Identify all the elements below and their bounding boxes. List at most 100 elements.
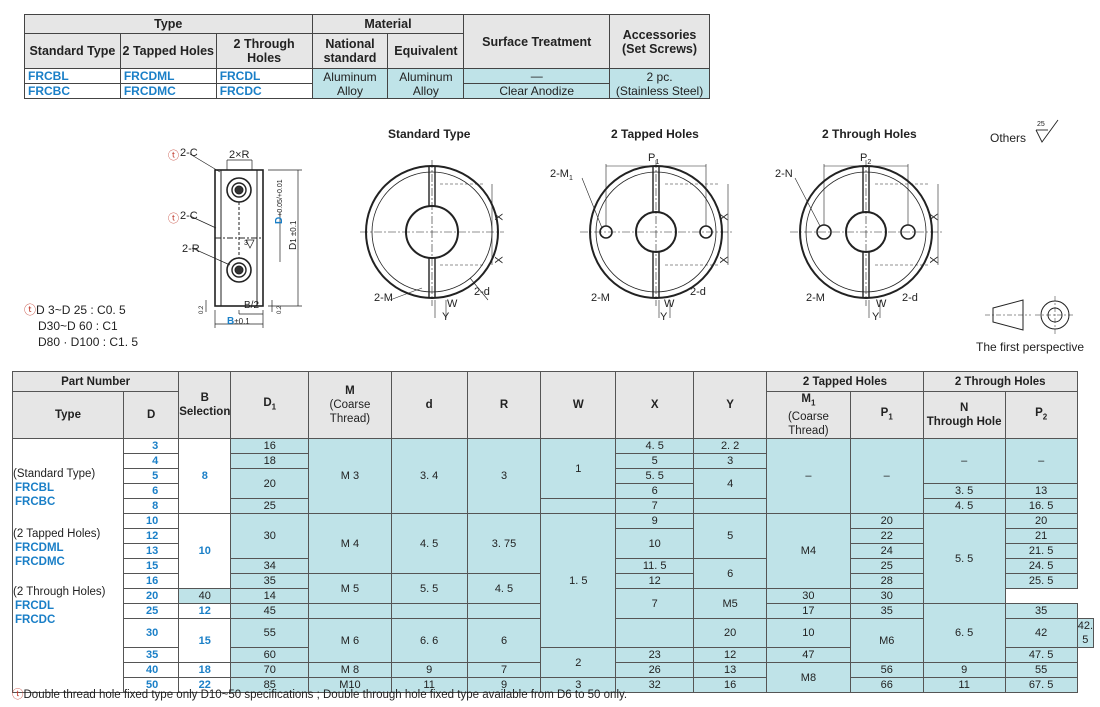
through-holes-view	[790, 160, 942, 318]
header-d1: D1	[230, 370, 310, 440]
d1-value: 85	[230, 677, 310, 694]
dd-value: 3. 4	[390, 438, 468, 515]
y-value: 6	[693, 558, 768, 590]
footnote-mark-icon: ⓣ	[12, 689, 24, 701]
header-p2: P2	[1004, 390, 1078, 440]
p2-value: 67. 5	[1004, 677, 1078, 694]
table-row: 8 25 7 4. 5 16. 5	[13, 498, 1094, 515]
national-standard-value: Aluminum Alloy	[311, 68, 389, 99]
d1-value: 70	[230, 662, 310, 679]
code-through-1: FRCDL	[215, 68, 313, 84]
label-2n: 2-N	[775, 168, 793, 180]
label-y-thr: Y	[872, 311, 880, 323]
label-d-bore: D+0.05/+0.01	[274, 179, 285, 224]
d-value: 35	[122, 647, 180, 664]
p2-value: 42. 5	[1076, 618, 1095, 649]
label-2c-top: 2-C	[180, 147, 198, 159]
label-x-std: X	[493, 213, 506, 221]
r-value: 4. 5	[466, 573, 542, 605]
d-value: 5	[122, 468, 180, 485]
d1-value: 34	[230, 558, 310, 575]
p2-value: 13	[1004, 483, 1078, 500]
header-p1: P1	[849, 390, 924, 440]
y-value: 10	[766, 618, 851, 649]
w-value: 3	[540, 677, 617, 694]
col-2-through-holes: 2 Through Holes	[215, 33, 313, 69]
title-2-through-holes: 2 Through Holes	[822, 127, 917, 141]
p2-value: 25. 5	[1004, 573, 1078, 590]
header-2-tapped-holes: 2 Tapped Holes	[766, 371, 924, 392]
code-standard-1: FRCBL	[24, 68, 121, 84]
chamfer-note-3: D80 · D100 : C1. 5	[38, 335, 139, 349]
table-row: 30 15 55 M 6 6. 6 6 20 10 M6 42 42. 5	[13, 618, 1095, 664]
label-y-tap: Y	[660, 311, 668, 323]
d-value: 25	[122, 603, 180, 620]
p2-value: 16. 5	[1004, 498, 1078, 515]
d1-value: 30	[230, 513, 310, 560]
footnote: ⓣDouble thread hole fixed type only D10~…	[12, 689, 628, 701]
m1-value: M4	[766, 513, 851, 590]
table-row: 15 34 11. 5 6 25 24. 5	[13, 558, 1094, 590]
type-group-through: (2 Through Holes) FRCDL FRCDC	[13, 586, 106, 627]
x-value: 6	[615, 483, 695, 500]
m1-value: –	[766, 438, 851, 515]
x-value: 5	[615, 453, 695, 470]
n-value: 6. 5	[922, 603, 1006, 664]
n-value: 11	[922, 677, 1006, 694]
table-row: 10 10 30 M 4 4. 5 3. 75 1. 5 9 5 M4 20 5…	[13, 513, 1094, 649]
label-w-std: W	[447, 298, 458, 310]
m-value: M 4	[308, 513, 392, 575]
y-value: 4	[693, 468, 768, 500]
table-row: 20 40 14 7 M5 30 30	[13, 588, 1094, 620]
d1-value: 25	[230, 498, 310, 515]
p2-value: 47. 5	[1004, 647, 1078, 664]
title-2-tapped-holes: 2 Tapped Holes	[611, 127, 699, 141]
header-2-through-holes: 2 Through Holes	[922, 371, 1078, 392]
col-national-standard: National standard	[311, 33, 389, 69]
p1-value: 56	[849, 662, 924, 679]
col-2-tapped-holes: 2 Tapped Holes	[119, 33, 217, 69]
x-value: 14	[230, 588, 310, 605]
y-value: 2. 2	[693, 438, 768, 455]
chamfer-notes: ⓣD 3~D 25 : C0. 5 D30~D 60 : C1 D80 · D1…	[24, 302, 138, 350]
b-value: 12	[178, 603, 232, 620]
table-row: 16 35 M 5 5. 5 4. 5 12 28 25. 5	[13, 573, 1094, 605]
y-value-blank	[693, 498, 768, 515]
y-value: 7	[615, 588, 695, 620]
dd-value: 11	[390, 677, 468, 694]
x-value: 5. 5	[615, 468, 695, 485]
code-standard-2: FRCBC	[24, 83, 121, 99]
label-3: 3	[244, 240, 248, 247]
w-value: 1	[540, 438, 617, 500]
dd-value: 9	[390, 662, 468, 679]
label-2d-thr: 2-d	[902, 292, 918, 304]
w-value: 1. 5	[540, 513, 617, 649]
header-r: R	[466, 370, 542, 440]
w-value: 2	[540, 647, 617, 679]
d-value: 16	[122, 573, 180, 590]
label-p1: P1	[648, 152, 660, 167]
p2-value: 21. 5	[1004, 543, 1078, 560]
n-value: 5. 5	[922, 513, 1006, 605]
n-value: 9	[922, 662, 1006, 679]
y-value: 16	[693, 677, 768, 694]
label-x-thr: X	[928, 213, 941, 221]
d1-value: 18	[230, 453, 310, 470]
label-2m-tap: 2-M	[591, 292, 610, 304]
b-value: 15	[178, 618, 232, 664]
label-0-2-b: 0.2	[277, 305, 283, 314]
col-equivalent: Equivalent	[387, 33, 465, 69]
d1-value: 40	[178, 588, 232, 605]
title-standard-type: Standard Type	[388, 127, 471, 141]
table-row: 50 22 85 M10 11 9 3 32 16 66 11 67. 5	[13, 677, 1094, 694]
d-value: 30	[122, 618, 180, 649]
label-p2: P2	[860, 152, 872, 167]
x-value: 26	[615, 662, 695, 679]
m1-value: M6	[849, 618, 924, 664]
header-y: Y	[693, 370, 768, 440]
x-value: 20	[693, 618, 768, 649]
d-value: 4	[122, 453, 180, 470]
p1-value: 35	[849, 603, 924, 620]
m-value: M10	[308, 677, 392, 694]
